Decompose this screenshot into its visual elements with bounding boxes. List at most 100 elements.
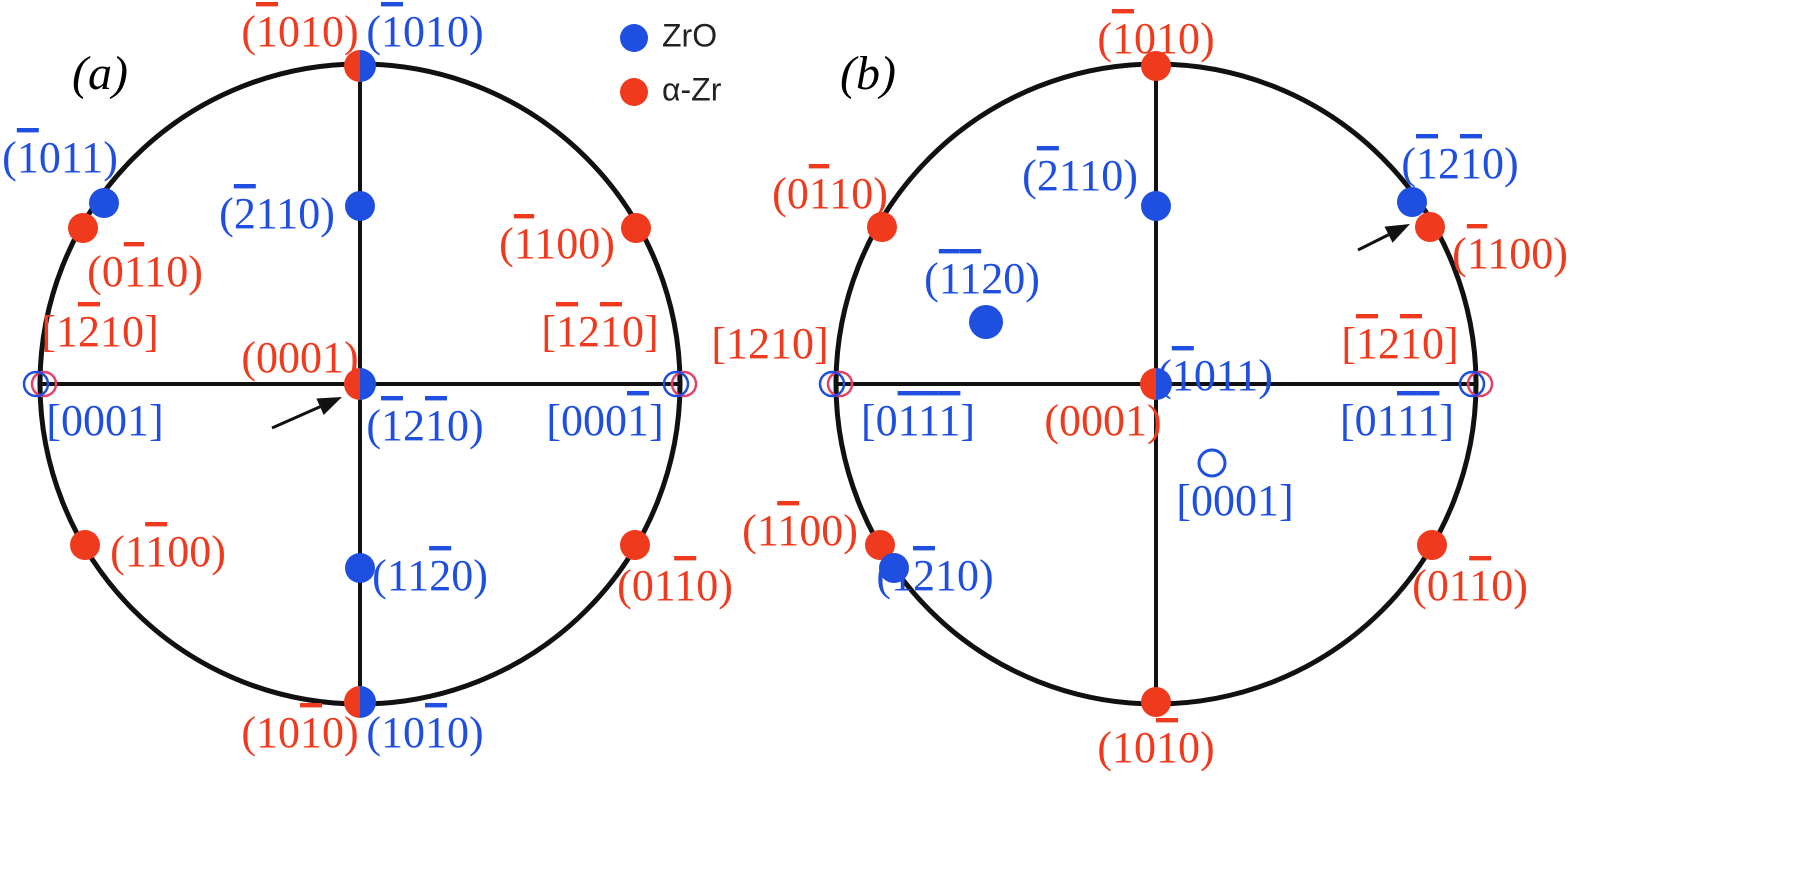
- index-label: (0110): [617, 561, 733, 610]
- index-label-char: 0: [1531, 229, 1553, 278]
- index-label-char: [: [1340, 396, 1355, 445]
- index-label-char: (: [1401, 139, 1416, 188]
- index-label-char: (: [366, 708, 381, 757]
- index-label-char: 0: [1422, 319, 1444, 368]
- index-label-char: 0: [189, 527, 211, 576]
- index-label-char: 2: [1438, 139, 1460, 188]
- index-label-char: 0: [122, 307, 144, 356]
- index-label-char: ): [211, 527, 226, 576]
- pole-center-zr-half: [344, 368, 360, 400]
- index-label: [1210]: [541, 307, 658, 356]
- index-label-char: 1: [674, 561, 696, 610]
- index-label-char: 1: [600, 307, 622, 356]
- index-label-char: 0: [622, 307, 644, 356]
- index-label-char: 0: [83, 396, 105, 445]
- index-label: [0001]: [46, 396, 163, 445]
- index-label-char: 0: [61, 396, 83, 445]
- index-label-char: (: [1097, 14, 1112, 63]
- index-label-char: ): [718, 561, 733, 610]
- index-label-char: 1: [381, 401, 403, 450]
- index-label-char: 0: [821, 506, 843, 555]
- index-label-char: 1: [1416, 139, 1438, 188]
- index-label-char: ): [1200, 723, 1215, 772]
- index-label-char: ]: [149, 396, 164, 445]
- pole-center: [344, 368, 376, 400]
- arrows: [271, 224, 1410, 430]
- index-label-char: ]: [960, 396, 975, 445]
- pole-inner-hollow: [1197, 448, 1227, 478]
- index-label-char: 0: [256, 333, 278, 382]
- index-label-char: 0: [403, 7, 425, 56]
- index-label-char: ): [469, 401, 484, 450]
- legend-marker: [620, 78, 648, 106]
- pole-center-zro-half: [1156, 368, 1172, 400]
- pole-bottom-zro-half: [360, 686, 376, 718]
- index-label-char: ): [1200, 14, 1215, 63]
- index-label-char: 1: [125, 527, 145, 576]
- pole-upper-right-red: [1415, 212, 1445, 242]
- index-label-char: 1: [898, 396, 918, 445]
- index-label: (1010): [1097, 14, 1214, 63]
- index-label-char: [: [711, 319, 726, 368]
- pole-top-zro-half: [360, 50, 376, 82]
- pole-inner-top: [345, 191, 375, 221]
- pole-left-pole: [22, 370, 58, 398]
- index-label-char: 1: [61, 133, 81, 182]
- index-label-char: 1: [770, 319, 792, 368]
- index-label-char: ]: [1444, 319, 1459, 368]
- index-label-char: 0: [1491, 561, 1513, 610]
- index-label-char: 1: [1460, 139, 1482, 188]
- index-label: (1010): [241, 708, 358, 757]
- index-label: (0001): [1044, 396, 1161, 445]
- pole-right-pole-blue-ring: [1458, 370, 1486, 398]
- index-label: (1100): [1452, 229, 1568, 278]
- index-label-char: 1: [777, 506, 799, 555]
- index-label-char: 0: [1134, 14, 1156, 63]
- index-label-char: 0: [632, 561, 654, 610]
- pole-right-pole: [662, 370, 698, 398]
- index-label-char: 1: [81, 133, 103, 182]
- index-label-char: (: [366, 401, 381, 450]
- index-label-char: 0: [451, 551, 473, 600]
- index-label-char: 0: [1134, 723, 1156, 772]
- index-label: (2110): [1022, 151, 1138, 200]
- pole-top: [344, 50, 376, 82]
- pole-center-zr-half: [1140, 368, 1156, 400]
- index-label-char: 0: [561, 396, 583, 445]
- pole-center-zro-half: [360, 368, 376, 400]
- index-label-char: 2: [1037, 151, 1059, 200]
- index-label: (1010): [366, 7, 483, 56]
- index-label-char: ]: [814, 319, 829, 368]
- index-label-char: [: [1176, 476, 1191, 525]
- index-label-char: 0: [1191, 476, 1213, 525]
- index-label-char: 1: [100, 307, 122, 356]
- index-label-char: 0: [403, 708, 425, 757]
- index-label-char: 1: [514, 219, 534, 268]
- index-label-char: ): [344, 7, 359, 56]
- index-label-char: (: [366, 7, 381, 56]
- index-label-char: ]: [644, 307, 659, 356]
- index-label-char: (: [219, 189, 234, 238]
- panel-a: (a)(1010)(1010)(1011)(2110)(0110)(1100)[…: [2, 7, 733, 757]
- index-label-char: (: [499, 219, 514, 268]
- index-label-char: 0: [447, 708, 469, 757]
- index-label-char: 1: [256, 708, 278, 757]
- index-label-char: 1: [757, 506, 777, 555]
- pole-right-pole-red-ring: [670, 370, 698, 398]
- index-label-char: 0: [167, 527, 189, 576]
- index-label-char: 0: [1194, 351, 1216, 400]
- pole-bottom: [1141, 687, 1171, 717]
- index-label-char: (: [241, 7, 256, 56]
- pole-lower-left-red: [865, 530, 895, 560]
- index-label-char: 1: [1112, 723, 1134, 772]
- index-label: (0110): [1412, 561, 1528, 610]
- index-label-char: 0: [1003, 254, 1025, 303]
- index-label-char: 0: [166, 247, 188, 296]
- pole-lower-right: [1417, 530, 1447, 560]
- pole-inner-bottom: [345, 553, 375, 583]
- legend-marker: [620, 24, 648, 52]
- index-label-char: 0: [851, 169, 873, 218]
- index-label-char: 0: [322, 708, 344, 757]
- index-label-char: 1: [1172, 351, 1194, 400]
- index-label-char: 1: [726, 319, 748, 368]
